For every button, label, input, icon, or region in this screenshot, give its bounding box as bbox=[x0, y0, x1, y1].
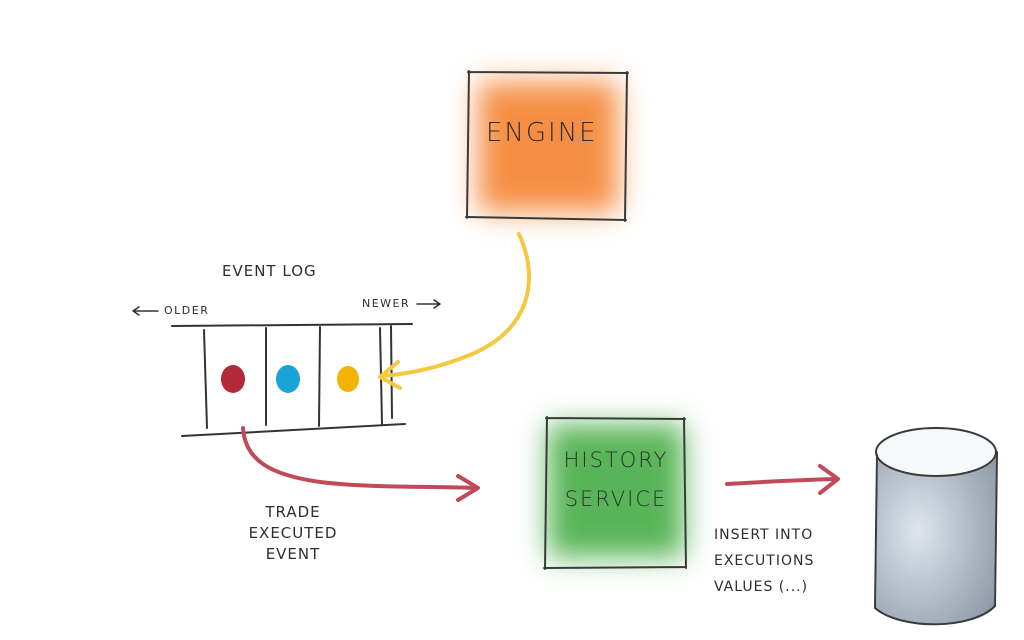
sql-line1: Insert into bbox=[714, 527, 814, 543]
log-to-service-arrow bbox=[241, 426, 480, 502]
newer-arrow-icon bbox=[416, 299, 441, 309]
trade-executed-event-label: Trade Executed Event bbox=[238, 502, 348, 565]
event-dot-yellow bbox=[337, 366, 359, 392]
older-arrow-icon bbox=[132, 306, 159, 316]
history-service-label: History Service bbox=[546, 450, 686, 510]
sql-line2: Executions bbox=[714, 553, 815, 569]
sql-insert-label: Insert into Executions values (...) bbox=[714, 522, 814, 600]
history-service-box bbox=[543, 416, 687, 570]
event-dot-red bbox=[221, 365, 245, 393]
event-log-title: Event Log bbox=[222, 262, 317, 280]
event-dot-blue bbox=[276, 365, 300, 393]
older-label: Older bbox=[164, 304, 210, 317]
service-to-db-arrow bbox=[725, 464, 840, 495]
newer-label: Newer bbox=[362, 297, 411, 310]
history-service-line1: History bbox=[563, 448, 669, 472]
engine-label: Engine bbox=[486, 118, 598, 148]
trade-label-line2: Executed bbox=[248, 524, 338, 542]
trade-label-line1: Trade bbox=[265, 503, 321, 521]
database-cylinder-icon bbox=[873, 427, 998, 626]
engine-to-log-arrow bbox=[378, 232, 532, 390]
event-log bbox=[171, 323, 413, 437]
history-service-line2: Service bbox=[564, 487, 668, 511]
trade-label-line3: Event bbox=[265, 545, 321, 563]
engine-box bbox=[465, 70, 629, 222]
sql-line3: values (...) bbox=[714, 579, 809, 595]
